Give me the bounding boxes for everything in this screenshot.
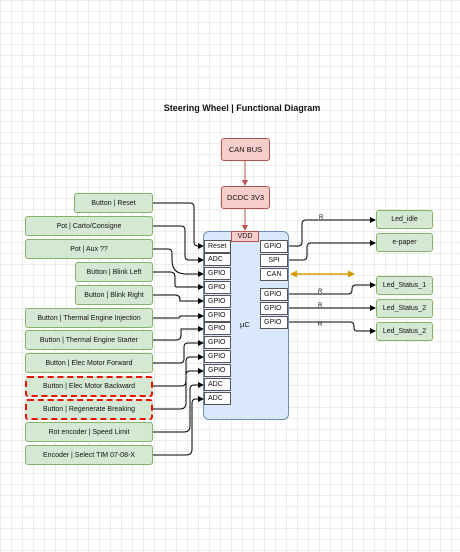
wire-speed-limit <box>153 382 204 433</box>
pin-gpio: GPIO <box>204 309 231 322</box>
pin-gpio: GPIO <box>204 322 231 335</box>
pin-gpio: GPIO <box>204 267 231 280</box>
pin-gpio: GPIO <box>260 288 288 301</box>
dcdc-block[interactable]: DCDC 3V3 <box>221 186 270 209</box>
pin-gpio: GPIO <box>204 295 231 308</box>
input-button-blink-left[interactable]: Button | Blink Left <box>75 262 153 282</box>
wire-pot-aux <box>153 248 204 277</box>
wire-motor-backward <box>153 354 204 387</box>
input-pot-carto[interactable]: Pot | Carto/Consigne <box>25 216 153 236</box>
output-led-status-1[interactable]: Led_Status_1 <box>376 276 433 295</box>
resistor-label: R <box>318 322 323 328</box>
input-button-blink-right[interactable]: Button | Blink Right <box>75 285 153 305</box>
wire-thermal-starter <box>153 326 204 341</box>
pin-adc: ADC <box>204 378 231 391</box>
input-button-motor-backward[interactable]: Button | Elec Motor Backward <box>25 376 153 397</box>
pin-gpio: GPIO <box>204 364 231 377</box>
wire-led-idle <box>289 217 376 247</box>
input-encoder-select-tim[interactable]: Encoder | Select TIM 07-08-X <box>25 445 153 465</box>
output-e-paper[interactable]: e-paper <box>376 233 433 252</box>
pin-can: CAN <box>260 268 288 281</box>
wire-select-tim <box>153 396 204 456</box>
wire-led-status-1 <box>289 282 376 295</box>
pin-gpio: GPIO <box>204 350 231 363</box>
pin-adc: ADC <box>204 392 231 405</box>
can-bus-block[interactable]: CAN BUS <box>221 138 270 161</box>
vdd-pin: VDD <box>231 231 259 242</box>
input-button-reset[interactable]: Button | Reset <box>74 193 153 213</box>
input-button-thermal-injection[interactable]: Button | Thermal Engine Injection <box>25 308 153 328</box>
pin-gpio: GPIO <box>260 316 288 329</box>
wire-e-paper <box>289 240 376 261</box>
pin-gpio: GPIO <box>204 281 231 294</box>
pin-gpio: GPIO <box>204 336 231 349</box>
wire-pot-carto <box>153 225 204 263</box>
pin-gpio: GPIO <box>260 240 288 253</box>
resistor-label: R <box>319 215 324 221</box>
diagram-title: Steering Wheel | Functional Diagram <box>163 103 321 113</box>
output-led-status-2[interactable]: Led_Status_2 <box>376 299 433 318</box>
input-rot-encoder-speed-limit[interactable]: Rot encoder | Speed Limit <box>25 422 153 442</box>
input-button-motor-forward[interactable]: Button | Elec Motor Forward <box>25 353 153 373</box>
wire-thermal-injection <box>153 313 204 319</box>
input-button-thermal-starter[interactable]: Button | Thermal Engine Starter <box>25 330 153 350</box>
pin-spi: SPI <box>260 254 288 267</box>
output-led-idle[interactable]: Led_idle <box>376 210 433 229</box>
wire-blink-right <box>153 294 204 304</box>
wire-blink-left <box>153 271 204 290</box>
wire-motor-forward <box>153 340 204 364</box>
resistor-label: R <box>318 303 323 309</box>
mcu-label: µC <box>240 320 250 329</box>
input-button-regenerate-breaking[interactable]: Button | Regenerate Breaking <box>25 399 153 420</box>
pin-gpio: GPIO <box>260 302 288 315</box>
pin-reset: Reset <box>204 240 231 253</box>
pin-adc: ADC <box>204 253 231 266</box>
wire-led-status-2b <box>289 321 376 334</box>
wire-reset <box>153 202 204 249</box>
output-led-status-2b[interactable]: Led_Status_2 <box>376 322 433 341</box>
wire-regenerate <box>153 368 204 410</box>
resistor-label: R <box>318 289 323 295</box>
input-pot-aux[interactable]: Pot | Aux ?? <box>25 239 153 259</box>
